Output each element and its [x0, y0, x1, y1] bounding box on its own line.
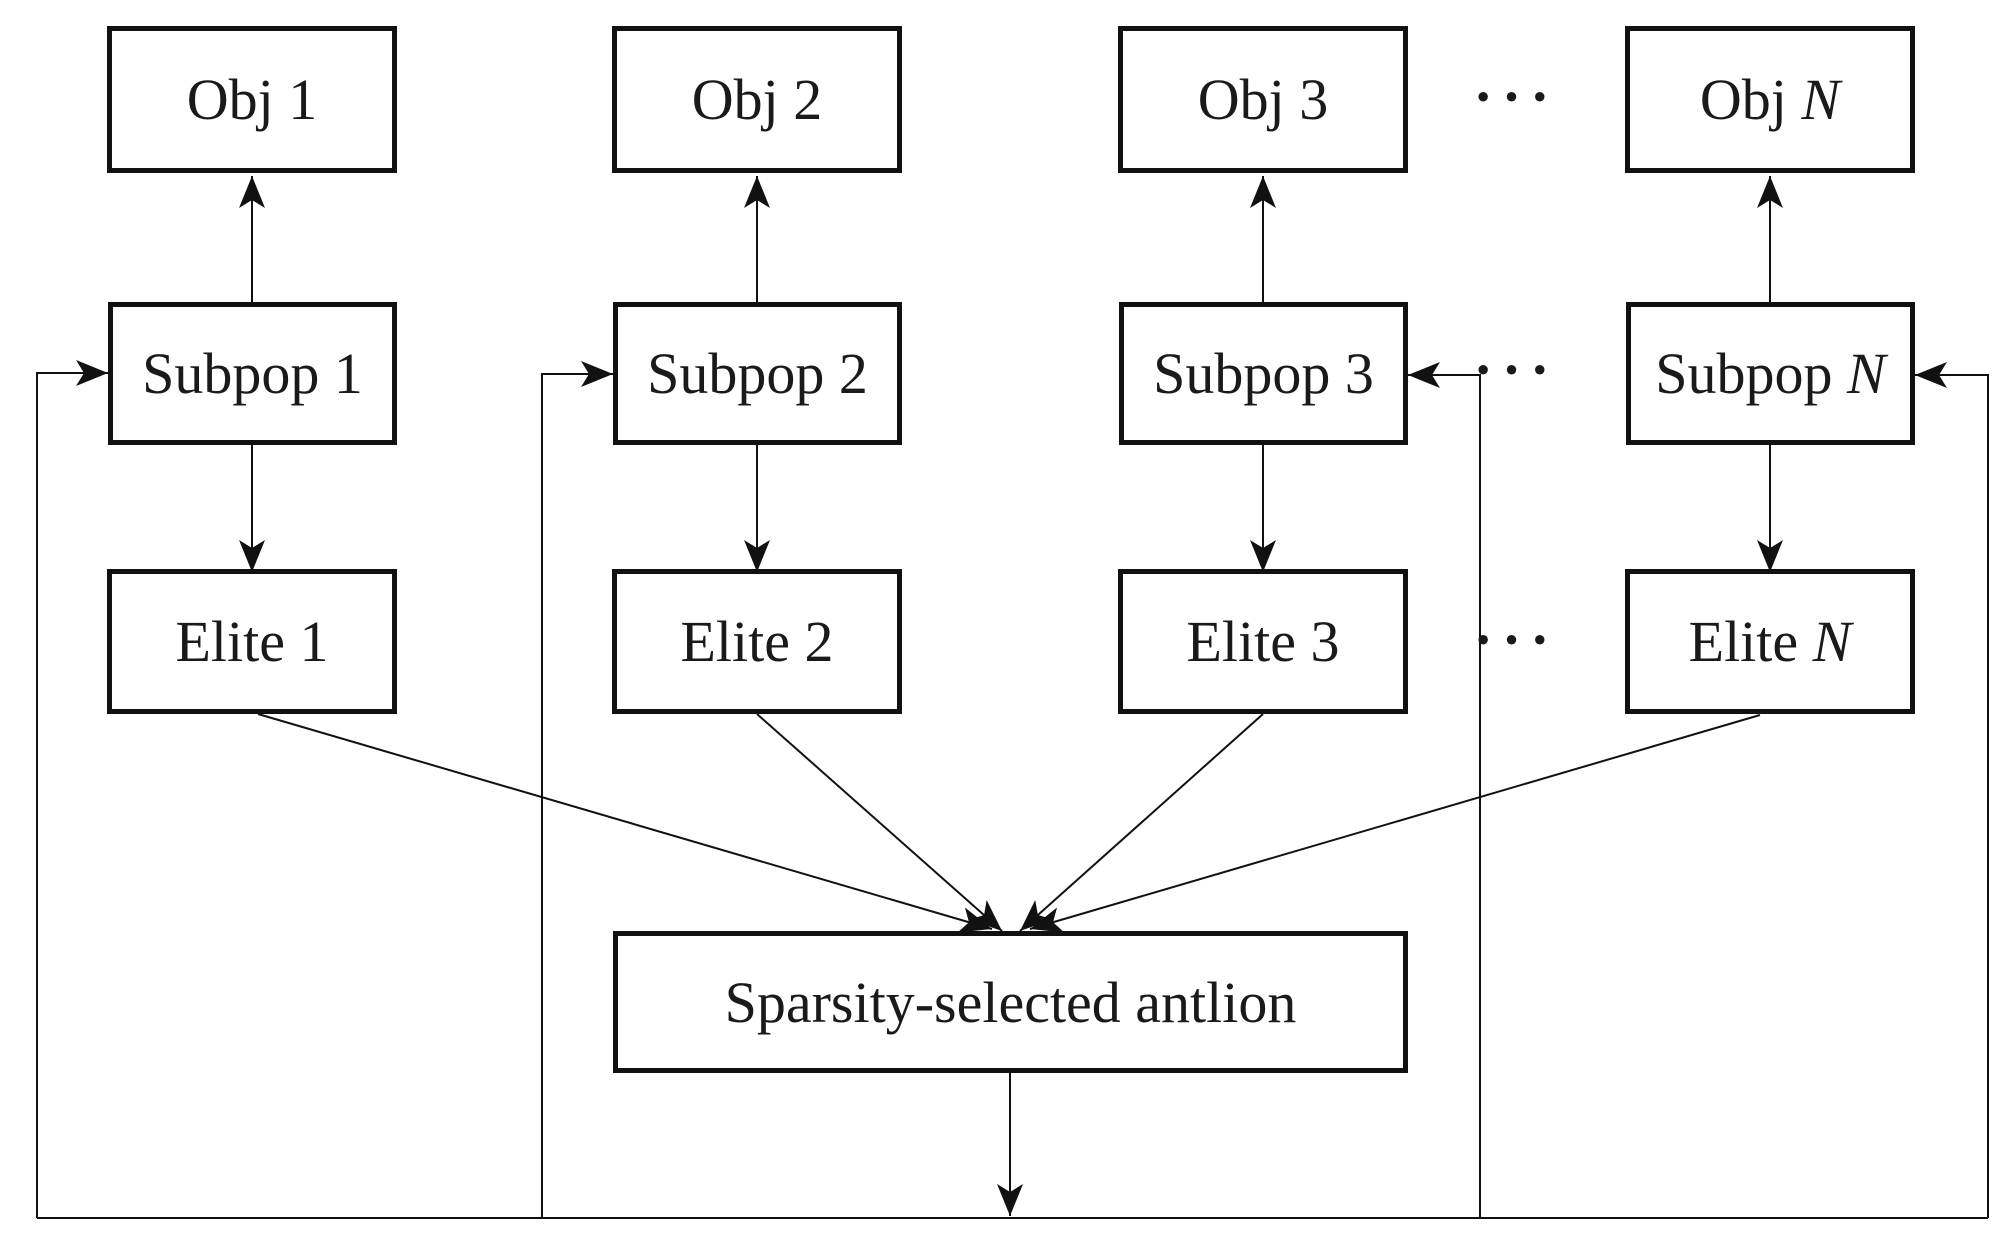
elite-n-label: Elite N	[1688, 609, 1852, 674]
subpop-1-label: Subpop 1	[142, 341, 363, 406]
obj-2-label: Obj 2	[691, 67, 823, 132]
elite-1-label: Elite 1	[175, 609, 329, 674]
obj-3-label: Obj 3	[1197, 67, 1329, 132]
elite-3-box: Elite 3	[1118, 569, 1408, 714]
ellipsis-elite-row: ···	[1473, 607, 1559, 672]
elite-3-label: Elite 3	[1186, 609, 1340, 674]
subpop-2-label: Subpop 2	[647, 341, 868, 406]
sparsity-selected-antlion-label: Sparsity-selected antlion	[724, 969, 1297, 1035]
ellipsis-obj-row: ···	[1473, 64, 1559, 129]
obj-1-label: Obj 1	[186, 67, 318, 132]
ellipsis-subpop-row: ···	[1473, 337, 1559, 402]
obj-n-label: Obj N	[1699, 67, 1841, 132]
elite-1-box: Elite 1	[107, 569, 397, 714]
obj-n-box: Obj N	[1625, 26, 1915, 173]
elite-2-label: Elite 2	[680, 609, 834, 674]
subpop-3-box: Subpop 3	[1119, 302, 1408, 445]
subpop-3-label: Subpop 3	[1153, 341, 1374, 406]
subpop-n-box: Subpop N	[1626, 302, 1915, 445]
elite-n-box: Elite N	[1625, 569, 1915, 714]
elite-2-box: Elite 2	[612, 569, 902, 714]
obj-2-box: Obj 2	[612, 26, 902, 173]
subpop-2-box: Subpop 2	[613, 302, 902, 445]
subpop-n-label: Subpop N	[1655, 341, 1886, 406]
obj-1-box: Obj 1	[107, 26, 397, 173]
obj-3-box: Obj 3	[1118, 26, 1408, 173]
subpop-1-box: Subpop 1	[108, 302, 397, 445]
sparsity-selected-antlion-box: Sparsity-selected antlion	[613, 931, 1408, 1073]
